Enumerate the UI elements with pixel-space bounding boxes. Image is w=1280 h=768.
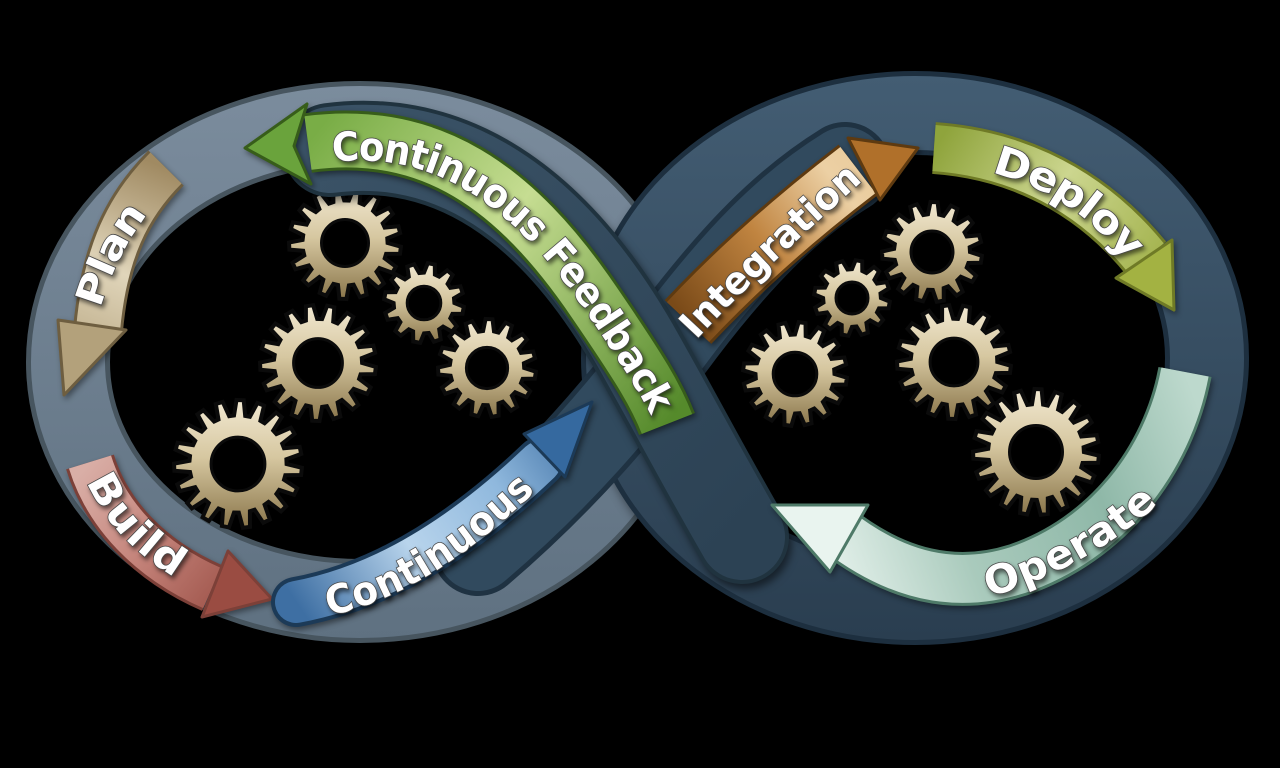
- deploy-arrowhead: [1114, 238, 1176, 312]
- gear-hole: [464, 345, 510, 391]
- integration-arrow: [664, 136, 920, 344]
- integration-arrowhead: [846, 136, 920, 202]
- feedback-arrow-shaft: [304, 113, 693, 435]
- continuous-arrowhead: [522, 400, 594, 479]
- plan-arrowhead: [56, 318, 128, 397]
- gear-icon: [879, 199, 985, 305]
- build-arrow-shaft: [68, 454, 222, 609]
- gear-hole: [320, 218, 370, 268]
- gear-hole: [771, 350, 819, 398]
- gear-icon: [286, 184, 404, 302]
- gear-icon: [811, 257, 893, 339]
- feedback-arrow: [243, 102, 695, 436]
- build-arrowhead: [200, 549, 274, 619]
- plan-arrow: [56, 150, 184, 397]
- continuous-arrow: [271, 400, 594, 627]
- gear-hole: [834, 280, 870, 316]
- gear-hole: [209, 435, 267, 493]
- gear-hole: [928, 336, 980, 388]
- deploy-arrow: [931, 122, 1176, 312]
- gear-icon: [435, 316, 539, 420]
- gear-icon: [257, 302, 379, 424]
- gear-icon: [171, 397, 305, 531]
- operate-arrow-shaft: [831, 367, 1209, 603]
- operate-arrow: [770, 366, 1212, 606]
- plan-arrow-shaft: [76, 152, 182, 333]
- gear-hole: [909, 229, 955, 275]
- gear-icon: [740, 319, 850, 429]
- feedback-arrowhead: [243, 102, 313, 186]
- build-arrow: [66, 453, 274, 619]
- gear-hole: [405, 284, 443, 322]
- gear-cluster: [171, 184, 1102, 531]
- gear-icon: [970, 386, 1102, 518]
- integration-arrow-shaft: [666, 146, 876, 342]
- operate-arrowhead: [770, 503, 870, 574]
- deploy-arrow-shaft: [932, 125, 1164, 273]
- gear-hole: [1008, 424, 1064, 480]
- gear-icon: [894, 302, 1014, 422]
- gear-hole: [292, 337, 344, 389]
- gear-icon: [381, 260, 467, 346]
- continuous-arrow-shaft: [275, 441, 561, 623]
